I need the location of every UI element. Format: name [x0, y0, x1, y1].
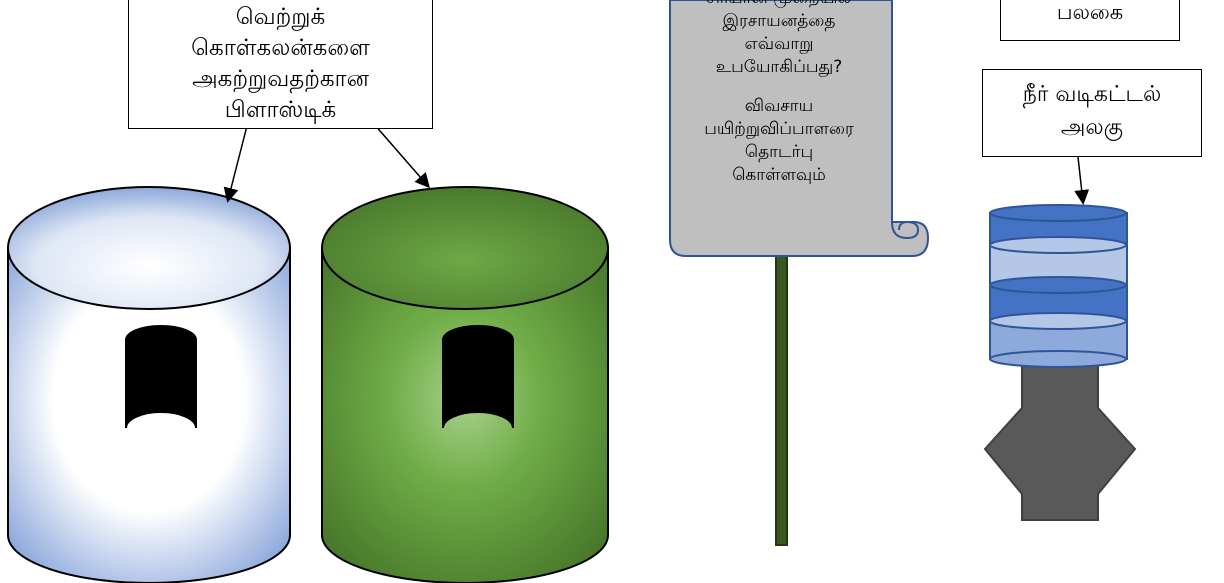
bin-note-line: கொள்கலன்களை: [191, 35, 370, 61]
blue-bin-opening: [125, 325, 197, 429]
sign-text-line: கொள்ளவும்: [732, 165, 826, 185]
sign-scroll-curl: [891, 220, 920, 240]
bin-note-label: வெற்றுக் கொள்கலன்களை அகற்றுவதற்கான பிளாஸ…: [128, 0, 433, 129]
sign-text-line: இரசாயனத்தை: [722, 11, 836, 31]
drain-pipe: [983, 357, 1137, 521]
sign-text-line: விவசாய: [744, 96, 814, 116]
green-plastic-bin: [321, 186, 609, 583]
sign-text-gap: [670, 79, 888, 95]
drain-label-line: அலகு: [1060, 115, 1124, 140]
sign-text-line: உபயோகிப்பது?: [715, 57, 843, 77]
green-bin-opening: [442, 325, 514, 429]
blue-plastic-bin: [7, 186, 291, 583]
chemical-advice-sign: [669, 0, 930, 257]
board-label-text: பலகை: [1056, 0, 1124, 24]
water-filter-unit: [983, 204, 1137, 521]
sign-text-line: தொடர்பு: [744, 142, 814, 162]
bin-note-line: பிளாஸ்டிக்: [224, 97, 337, 123]
bin-note-line: வெற்றுக்: [235, 4, 326, 30]
bin-note-line: அகற்றுவதற்கான: [192, 66, 369, 92]
sign-text-line: எவ்வாறு: [744, 34, 814, 54]
sign-text-line: சரியான முறையில்: [670, 0, 888, 10]
sign-text-line: பயிற்றுவிப்பாளரை: [704, 119, 854, 139]
sign-text: சரியான முறையில் இரசாயனத்தை எவ்வாறு உபயோக…: [670, 0, 888, 215]
sign-pole: [775, 254, 788, 546]
arrow-to-blue-bin: [223, 121, 249, 203]
drain-unit-label: நீர் வடிகட்டல் அலகு: [982, 69, 1202, 157]
board-label: பலகை: [1000, 0, 1180, 41]
arrow-to-filter-unit: [1074, 156, 1090, 205]
drain-label-line: நீர் வடிகட்டல்: [1022, 82, 1162, 107]
